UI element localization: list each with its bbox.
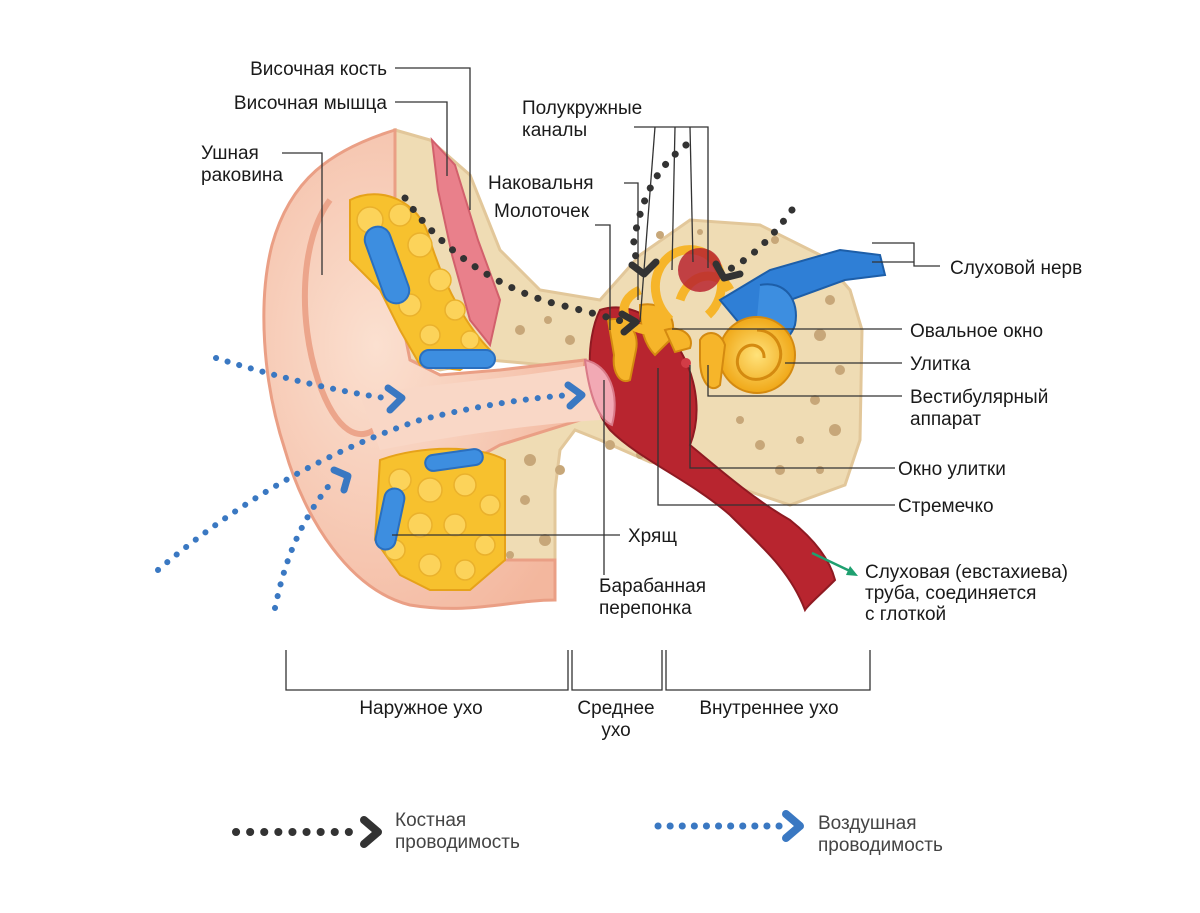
label-temporal-bone: Височная кость — [250, 59, 387, 80]
label-tube-line3: с глоткой — [865, 604, 946, 625]
label-tube-line1: Слуховая (евстахиева) — [865, 562, 1068, 583]
region-inner-ear: Внутреннее ухо — [699, 698, 838, 719]
label-cochlea: Улитка — [910, 354, 971, 375]
label-auditory-nerve: Слуховой нерв — [950, 258, 1082, 279]
label-incus: Наковальня — [488, 173, 594, 194]
eardrum — [583, 358, 616, 427]
tube-arrow-head — [846, 566, 858, 576]
auricle-fold — [301, 198, 388, 438]
legend-bone-arrow-icon — [360, 816, 382, 848]
legend-bone-label-line1: Костная — [395, 810, 466, 831]
region-brackets — [285, 650, 871, 691]
label-malleus: Молоточек — [494, 201, 590, 222]
blue-vessels — [363, 225, 496, 551]
label-eardrum-line1: Барабанная — [599, 576, 706, 597]
temporal-muscle — [430, 137, 502, 348]
bone-conduction-paths — [401, 141, 796, 326]
legend-air-label-line2: проводимость — [818, 835, 943, 856]
region-middle-ear-line1: Среднее — [577, 698, 654, 719]
label-stapes: Стремечко — [898, 496, 994, 517]
leader-lines — [282, 67, 940, 575]
air-conduction-paths — [155, 355, 573, 611]
label-vestibular-line1: Вестибулярный — [910, 387, 1048, 408]
label-round-window: Окно улитки — [898, 459, 1006, 480]
region-middle-ear-line2: ухо — [601, 720, 630, 741]
label-semicircular-line1: Полукружные — [522, 98, 642, 119]
legend-bone-label-line2: проводимость — [395, 832, 520, 853]
region-outer-ear: Наружное ухо — [359, 698, 482, 719]
label-tube-line2: труба, соединяется — [865, 583, 1036, 604]
cochlea-shape — [699, 316, 796, 394]
label-eardrum-line2: перепонка — [599, 598, 692, 619]
label-auricle-line2: раковина — [201, 165, 283, 186]
label-temporal-muscle: Височная мышца — [234, 93, 388, 114]
legend-air-label-line1: Воздушная — [818, 813, 917, 834]
legend-bone-conduction: Костная проводимость — [232, 810, 520, 853]
legend-air-arrow-icon — [782, 810, 804, 842]
label-auricle-line1: Ушная — [201, 143, 259, 164]
label-oval-window: Овальное окно — [910, 321, 1043, 342]
label-semicircular-line2: каналы — [522, 120, 587, 141]
label-cartilage: Хрящ — [628, 526, 677, 547]
air-conduction-arrowheads — [330, 381, 586, 494]
legend-air-conduction: Воздушная проводимость — [654, 810, 943, 856]
middle-ear-cavity — [588, 306, 837, 613]
label-vestibular-line2: аппарат — [910, 409, 981, 430]
tube-arrow-line — [811, 551, 853, 574]
